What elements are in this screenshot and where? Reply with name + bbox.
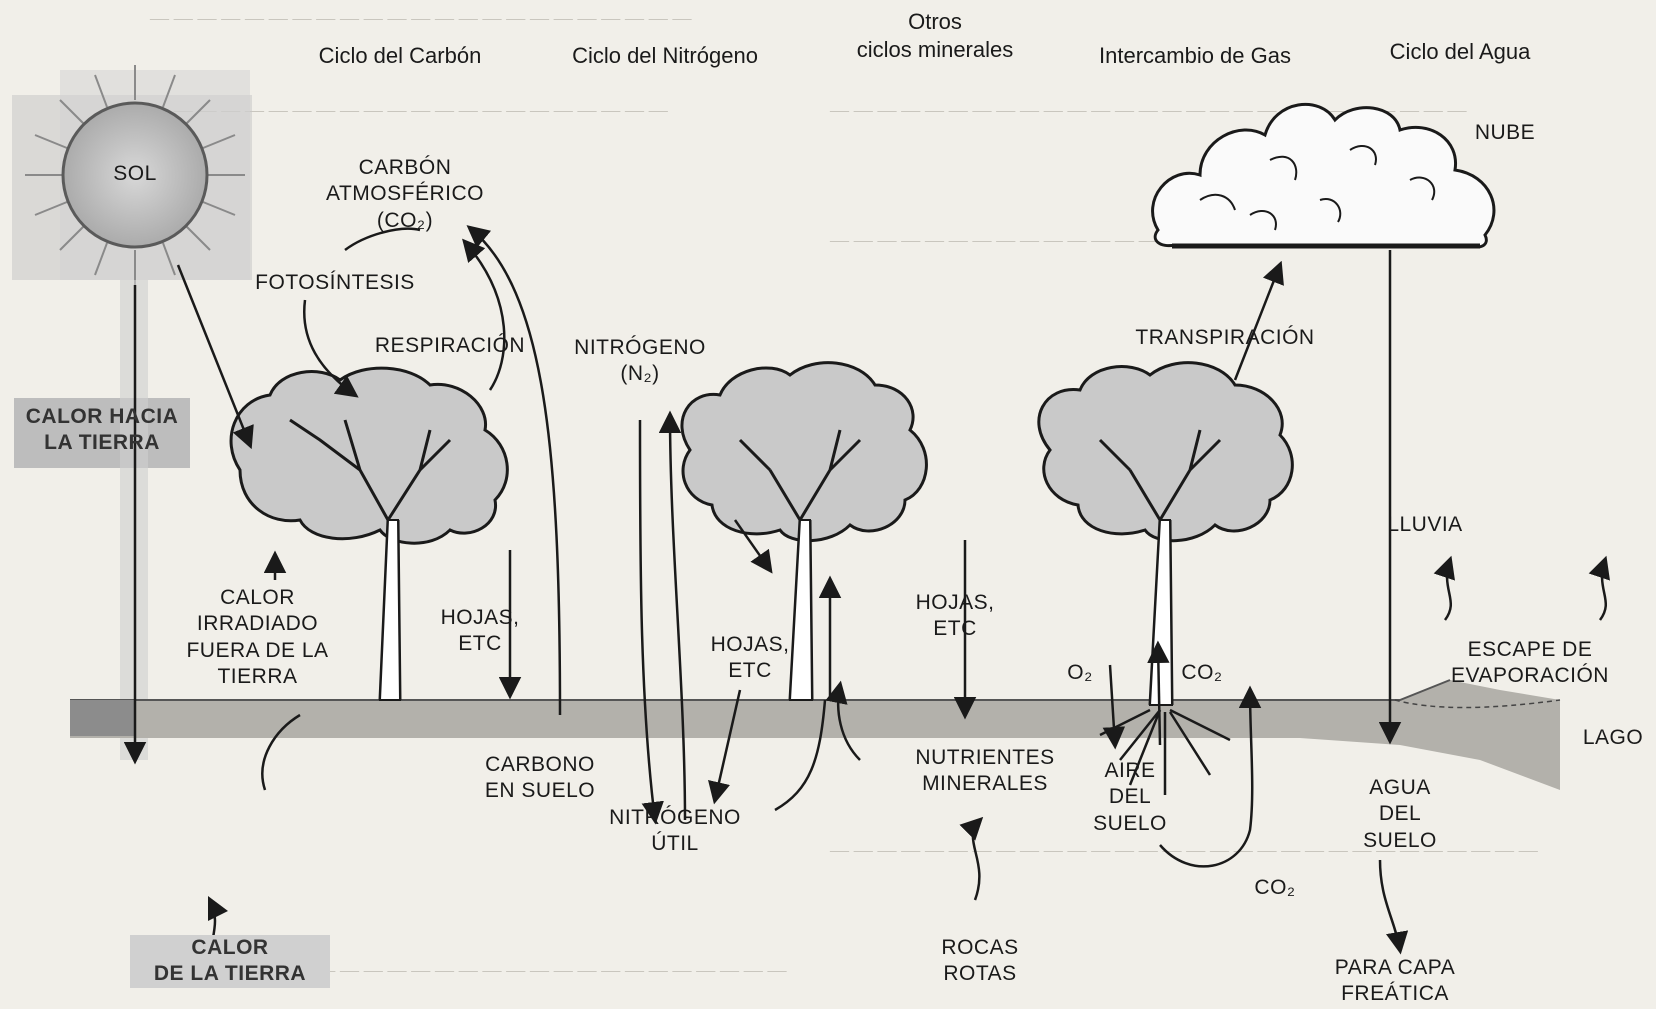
label-useful-nitrogen: NITRÓGENO ÚTIL <box>600 805 750 858</box>
label-cloud: NUBE <box>1460 120 1550 146</box>
label-nitrogen-n2: NITRÓGENO (N₂) <box>565 335 715 388</box>
header-water-cycle: Ciclo del Agua <box>1345 38 1575 66</box>
label-leaves-2: HOJAS, ETC <box>700 632 800 685</box>
arrow-evaporation-2 <box>1600 560 1606 620</box>
label-radiated-heat: CALOR IRRADIADO FUERA DE LA TIERRA <box>170 585 345 690</box>
arrow-water-table <box>1380 860 1400 950</box>
arrow-respiration <box>465 242 504 390</box>
label-mineral-nutrients: NUTRIENTES MINERALES <box>895 745 1075 798</box>
cloud-icon <box>1153 104 1494 247</box>
header-gas-exchange: Intercambio de Gas <box>1065 42 1325 70</box>
label-broken-rocks: ROCAS ROTAS <box>920 935 1040 988</box>
label-o2: O₂ <box>1060 660 1100 686</box>
label-leaves-1: HOJAS, ETC <box>430 605 530 658</box>
arrow-transpiration <box>1235 265 1280 380</box>
arrow-broken-rocks <box>973 820 980 900</box>
label-co2-up: CO₂ <box>1172 660 1232 686</box>
header-other-mineral-cycles: Otros ciclos minerales <box>815 8 1055 63</box>
label-earth-heat: CALOR DE LA TIERRA <box>130 935 330 988</box>
arrow-n2-down <box>640 420 655 820</box>
label-soil-air: AIRE DEL SUELO <box>1080 758 1180 837</box>
label-evaporation: ESCAPE DE EVAPORACIÓN <box>1430 637 1630 690</box>
label-heat-to-earth: CALOR HACIA LA TIERRA <box>16 404 188 457</box>
label-respiration: RESPIRACIÓN <box>350 333 550 359</box>
label-lake: LAGO <box>1575 725 1651 751</box>
label-soil-carbon: CARBONO EN SUELO <box>460 752 620 805</box>
header-carbon-cycle: Ciclo del Carbón <box>285 42 515 70</box>
label-water-table: PARA CAPA FREÁTICA <box>1310 955 1480 1008</box>
header-nitrogen-cycle: Ciclo del Nitrógeno <box>535 42 795 70</box>
label-soil-water: AGUA DEL SUELO <box>1345 775 1455 854</box>
label-rain: LLUVIA <box>1375 512 1475 538</box>
label-photosynthesis: FOTOSÍNTESIS <box>225 270 445 296</box>
arrow-evaporation-1 <box>1445 560 1451 620</box>
ground-edge-shade <box>70 700 134 736</box>
ground-strip <box>70 680 1560 790</box>
label-transpiration: TRANSPIRACIÓN <box>1110 325 1340 351</box>
label-co2-bottom: CO₂ <box>1245 875 1305 901</box>
label-sun: SOL <box>95 161 175 187</box>
label-atmospheric-carbon: CARBÓN ATMOSFÉRICO (CO₂) <box>300 155 510 234</box>
label-leaves-3: HOJAS, ETC <box>905 590 1005 643</box>
